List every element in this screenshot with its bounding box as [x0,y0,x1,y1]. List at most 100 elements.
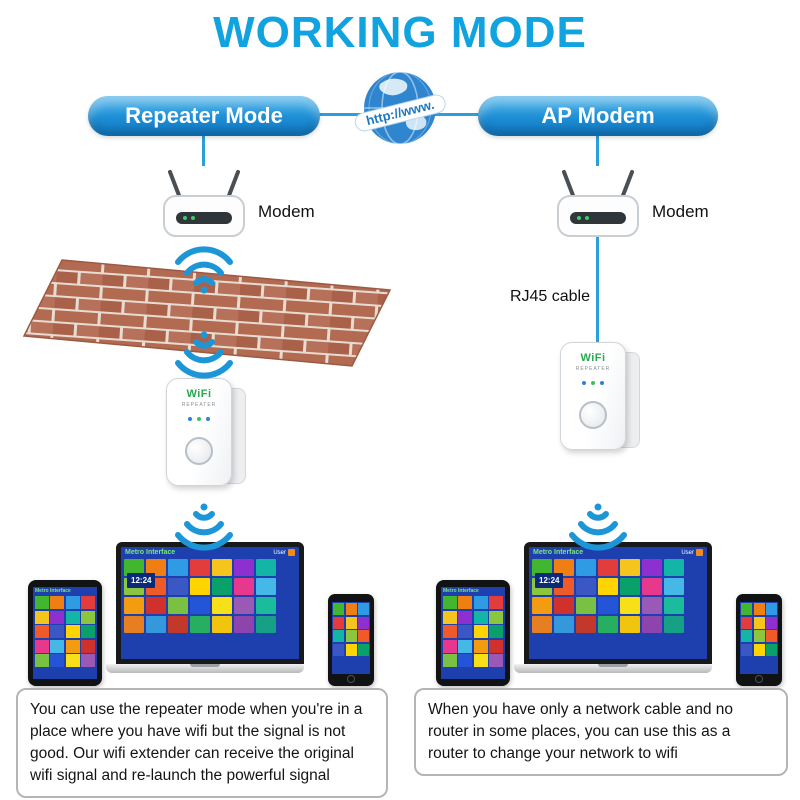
user-label: User [681,549,703,556]
app-tile [65,610,80,624]
app-tile [741,630,752,642]
repeater-device: WiFi REPEATER [166,378,246,492]
led-indicator [600,381,604,385]
app-tile [598,578,618,595]
app-tile [458,596,473,609]
app-tile [473,596,488,609]
rj45-cable-line [596,236,599,342]
app-tile [35,610,49,624]
repeater-sub-label: REPEATER [575,366,611,372]
tile-grid [529,558,707,634]
app-tile [124,559,144,576]
app-tile [358,603,369,615]
app-tile [753,616,765,629]
app-tile [532,597,552,614]
led-indicator [591,381,595,385]
app-tile [35,639,49,653]
tile-grid [332,602,370,657]
rj45-cable-label: RJ45 cable [509,288,590,305]
modem-icon [552,164,644,249]
app-tile [620,578,640,595]
app-tile [146,616,166,633]
app-tile [642,616,662,633]
wps-button [579,401,607,429]
tile-grid [121,558,299,634]
app-tile [50,654,65,667]
avatar [696,549,703,556]
app-tile [489,654,503,667]
app-tile [766,616,777,629]
app-tile [333,616,344,629]
ap-modem-pill: AP Modem [478,96,718,136]
app-tile [532,616,552,633]
app-tile [358,616,369,629]
screen-title: Metro Interface [533,549,584,556]
app-tile [256,597,276,614]
app-tile [576,616,596,633]
app-tile [358,643,369,656]
app-tile [65,596,80,609]
modem-label: Modem [258,202,315,221]
repeater-body: WiFi REPEATER [166,378,232,486]
tile-grid [740,602,778,657]
app-tile [766,643,777,656]
user-name: User [681,549,694,556]
page-title: WORKING MODE [213,8,587,57]
screen-title: Metro Interface [443,588,479,594]
internet-globe-icon: http://www. [352,64,448,161]
app-tile [554,616,574,633]
app-tile [333,630,344,642]
app-tile [532,559,552,576]
app-tile [234,559,254,576]
app-tile [489,596,503,609]
app-tile [234,616,254,633]
app-tile [598,616,618,633]
repeater-led-lights [188,417,210,421]
app-tile [443,610,457,624]
phone-screen [332,602,370,674]
client-devices-group: Metro Interface Metro Interface User 12:… [20,538,385,688]
repeater-body: WiFi REPEATER [560,342,626,450]
app-tile [766,630,777,642]
app-tile [35,625,49,638]
wifi-signal-icon [172,498,236,555]
app-tile [766,603,777,615]
app-tile [50,639,65,653]
app-tile [753,643,765,656]
wifi-signal-icon [172,326,236,383]
app-tile [212,559,232,576]
app-tile [753,603,765,615]
smartphone-device [328,594,374,686]
app-tile [65,639,80,653]
app-tile [642,578,662,595]
wifi-signal-icon [566,498,630,555]
app-tile [741,616,752,629]
app-tile [598,559,618,576]
app-tile [664,559,684,576]
app-tile [576,578,596,595]
repeater-sub-label: REPEATER [181,402,217,408]
smartphone-device [736,594,782,686]
app-tile [443,625,457,638]
clock-tile: 12:24 [535,573,564,588]
app-tile [35,654,49,667]
app-tile [664,578,684,595]
app-tile [146,597,166,614]
app-tile [598,597,618,614]
app-tile [443,654,457,667]
app-tile [333,643,344,656]
app-tile [664,616,684,633]
app-tile [146,559,166,576]
tile-grid [33,595,97,668]
app-tile [81,625,95,638]
tablet-screen: Metro Interface [441,587,505,679]
user-name: User [273,549,286,556]
modem-icon [158,164,250,249]
repeater-brand-label: WiFi [186,388,212,400]
app-tile [234,578,254,595]
clock-tile: 12:24 [127,573,156,588]
modem-label: Modem [652,202,709,221]
wps-button [185,437,213,465]
app-tile [458,610,473,624]
app-tile [212,597,232,614]
